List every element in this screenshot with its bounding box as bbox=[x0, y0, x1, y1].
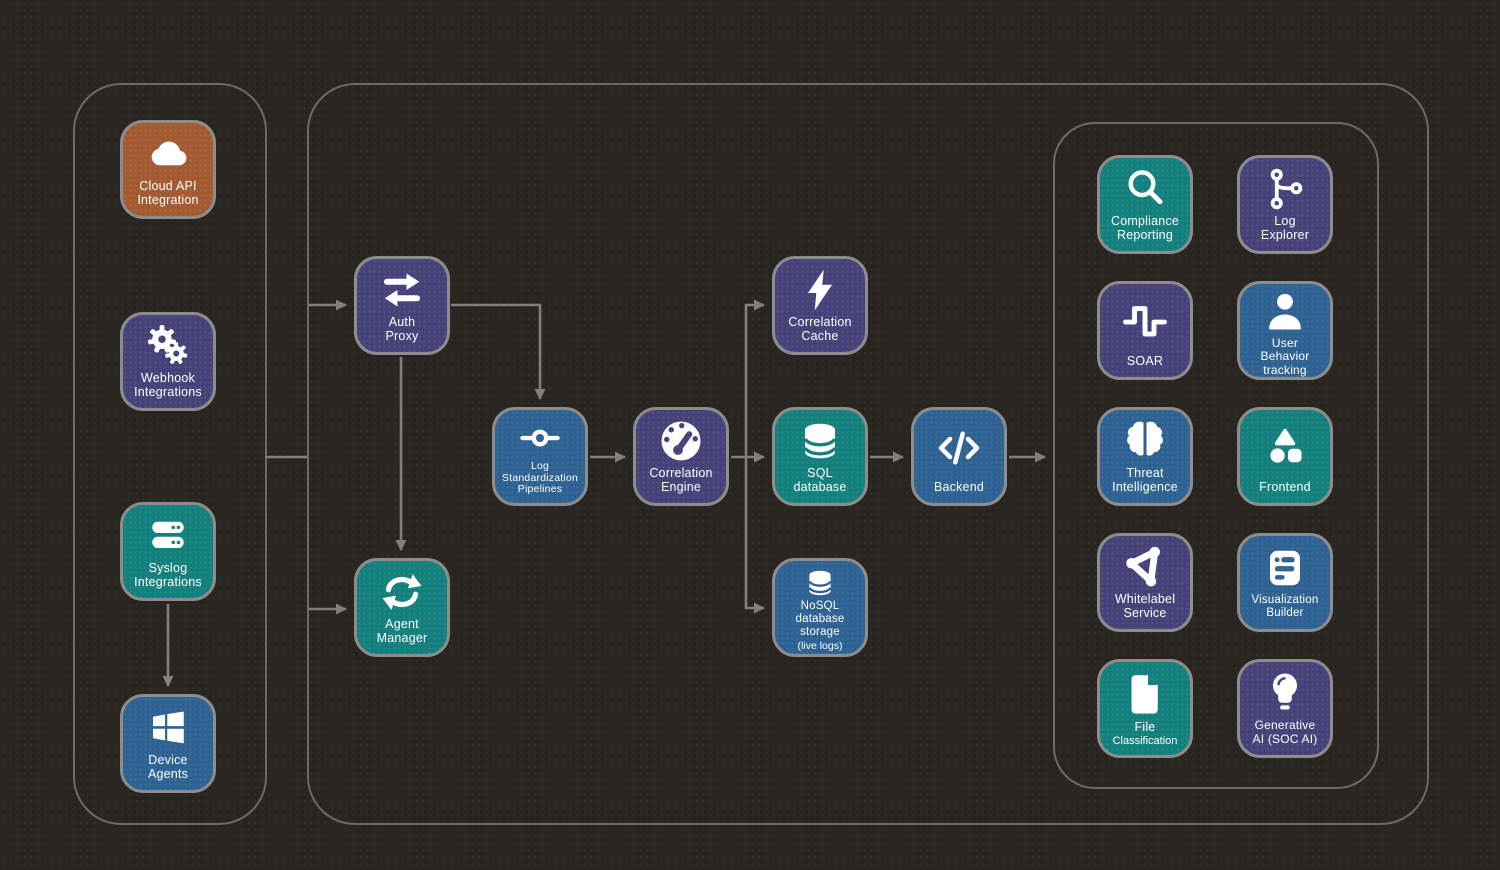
output-modules-group bbox=[1053, 122, 1379, 789]
cloud-icon bbox=[144, 123, 192, 179]
edge-branch-to-correlation-cache bbox=[744, 299, 765, 457]
node-label: Correlation Cache bbox=[788, 315, 852, 343]
node-soar: SOAR bbox=[1097, 281, 1193, 380]
node-label: Agent Manager bbox=[376, 617, 428, 645]
git-branch-icon bbox=[1261, 158, 1309, 214]
servers-icon bbox=[144, 505, 192, 561]
code-icon bbox=[935, 410, 983, 480]
brain-icon bbox=[1121, 410, 1169, 466]
node-user-behavior-tracking: User Behavior tracking bbox=[1237, 281, 1333, 380]
database-icon bbox=[803, 561, 837, 600]
platform-group bbox=[307, 83, 1429, 825]
node-nosql-database-storage: NoSQL database storage (live logs) bbox=[772, 558, 868, 657]
list-card-icon bbox=[1261, 536, 1309, 594]
node-correlation-cache: Correlation Cache bbox=[772, 256, 868, 355]
pulse-wave-icon bbox=[1121, 284, 1169, 354]
node-label: Device Agents bbox=[147, 753, 189, 781]
database-icon bbox=[796, 410, 844, 466]
node-file-classification: File Classification bbox=[1097, 659, 1193, 758]
node-whitelabel-service: Whitelabel Service bbox=[1097, 533, 1193, 632]
transfer-arrows-icon bbox=[378, 259, 426, 315]
node-compliance-reporting: Compliance Reporting bbox=[1097, 155, 1193, 254]
node-label: User Behavior tracking bbox=[1260, 336, 1310, 377]
windows-icon bbox=[144, 697, 192, 753]
edge-branch-to-nosql-storage bbox=[744, 457, 765, 614]
lightbulb-icon bbox=[1261, 662, 1309, 719]
node-visualization-builder: Visualization Builder bbox=[1237, 533, 1333, 632]
node-correlation-engine: Correlation Engine bbox=[633, 407, 729, 506]
node-label: Log Standardization Pipelines bbox=[502, 459, 578, 496]
node-label: Frontend bbox=[1259, 480, 1311, 494]
node-label: File bbox=[1134, 720, 1156, 734]
node-auth-proxy: Auth Proxy bbox=[354, 256, 450, 355]
node-log-explorer: Log Explorer bbox=[1237, 155, 1333, 254]
node-label: Visualization Builder bbox=[1251, 594, 1319, 620]
sync-arrows-icon bbox=[378, 561, 426, 617]
node-label: Backend bbox=[933, 480, 985, 494]
person-icon bbox=[1261, 284, 1309, 337]
node-threat-intelligence: Threat Intelligence bbox=[1097, 407, 1193, 506]
node-label: Log Explorer bbox=[1260, 214, 1310, 242]
node-sublabel: Classification bbox=[1112, 735, 1178, 747]
node-label: Webhook Integrations bbox=[134, 371, 202, 399]
node-backend: Backend bbox=[911, 407, 1007, 506]
gears-icon bbox=[144, 315, 192, 371]
node-label: Cloud API Integration bbox=[137, 179, 199, 207]
node-label: SOAR bbox=[1126, 354, 1164, 368]
magnifier-icon bbox=[1121, 158, 1169, 214]
gauge-icon bbox=[657, 410, 705, 466]
file-icon bbox=[1121, 662, 1169, 720]
node-label: Syslog Integrations bbox=[134, 561, 202, 589]
node-generative-ai: Generative AI (SOC AI) bbox=[1237, 659, 1333, 758]
node-label: Compliance Reporting bbox=[1110, 214, 1179, 242]
node-sublabel: (live logs) bbox=[797, 639, 843, 652]
commit-icon bbox=[520, 410, 560, 461]
lightning-icon bbox=[796, 259, 844, 315]
node-log-standardization-pipelines: Log Standardization Pipelines bbox=[492, 407, 588, 506]
node-label: Generative AI (SOC AI) bbox=[1252, 718, 1318, 746]
node-label: NoSQL database storage bbox=[795, 600, 845, 638]
shapes-icon bbox=[1261, 410, 1309, 480]
node-agent-manager: Agent Manager bbox=[354, 558, 450, 657]
node-label: Correlation Engine bbox=[649, 466, 713, 494]
triangle-network-icon bbox=[1121, 536, 1169, 592]
node-sql-database: SQL database bbox=[772, 407, 868, 506]
node-webhook-integrations: Webhook Integrations bbox=[120, 312, 216, 411]
node-label: SQL database bbox=[793, 466, 847, 494]
node-label: Whitelabel Service bbox=[1114, 592, 1176, 620]
node-frontend: Frontend bbox=[1237, 407, 1333, 506]
node-syslog-integrations: Syslog Integrations bbox=[120, 502, 216, 601]
node-label: Threat Intelligence bbox=[1112, 466, 1178, 494]
node-cloud-api-integration: Cloud API Integration bbox=[120, 120, 216, 219]
node-label: Auth Proxy bbox=[385, 315, 419, 343]
edge-auth-proxy-to-log-standardization bbox=[451, 303, 546, 400]
node-device-agents: Device Agents bbox=[120, 694, 216, 793]
source-integrations-group bbox=[73, 83, 267, 825]
